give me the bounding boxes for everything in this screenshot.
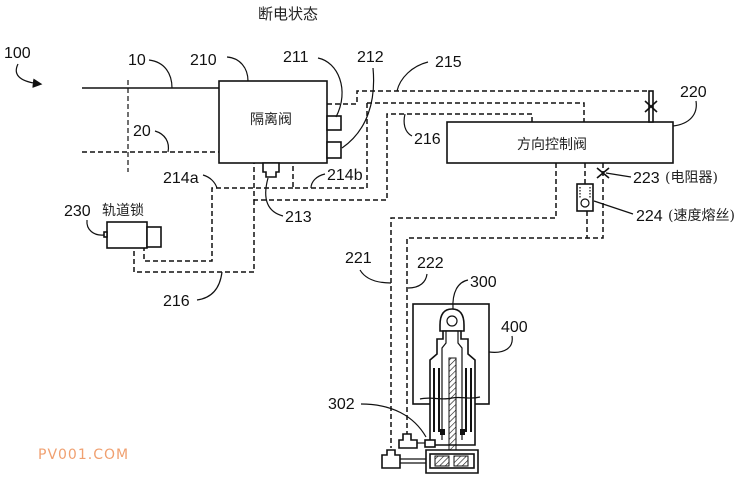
direction-control-valve-ref: 220 (680, 84, 707, 101)
actuator-seal-left (440, 429, 445, 435)
line-216-lower-leader (196, 271, 223, 301)
fitting-222 (398, 433, 418, 449)
direction-control-valve-leader (672, 100, 697, 127)
dcv-vent-restrictor-icon (644, 100, 658, 113)
line-214a (143, 187, 293, 262)
port-213-leader (265, 177, 284, 217)
line-221-ref: 221 (345, 250, 372, 267)
line-222-ref: 222 (417, 255, 444, 272)
line-215-ref: 215 (435, 54, 462, 71)
actuator-leader (452, 279, 469, 310)
line-10-leader (148, 59, 173, 89)
actuator (419, 308, 481, 474)
line-221-leader (359, 269, 392, 284)
actuator-rod-guide (441, 331, 463, 440)
isolation-valve-leader (226, 56, 249, 82)
line-20-leader (154, 130, 170, 153)
actuator-seal-right (460, 429, 465, 435)
resistor-leader (605, 172, 632, 178)
line-215-leader (396, 61, 429, 92)
line-214a-ref: 214a (163, 170, 199, 187)
port-302-leader (360, 403, 427, 438)
line-214b-leader (310, 173, 326, 189)
port-212-leader (341, 67, 375, 149)
port-212-ref: 212 (357, 49, 384, 66)
line-214b-ref: 214b (327, 167, 363, 184)
figure-ref-label: 100 (4, 45, 31, 62)
resistor-label: (电阻器) (665, 170, 718, 186)
track-lock (106, 221, 148, 249)
velocity-fuse-spring-icon (579, 187, 591, 198)
isolation-valve-ref: 210 (190, 52, 217, 69)
figure-ref-arrow (15, 63, 43, 88)
line-20-ref: 20 (133, 123, 151, 140)
actuator-eye-hole (446, 315, 458, 327)
port-211-leader (317, 57, 343, 118)
port-213 (262, 162, 280, 178)
port-213-ref: 213 (285, 209, 312, 226)
line-216-upper (253, 113, 533, 201)
line-222-leader (407, 273, 428, 289)
line-resistor-path (587, 163, 604, 239)
actuator-piston-right (453, 455, 469, 467)
fitting-221 (381, 449, 401, 469)
housing-leader (488, 335, 513, 353)
track-lock-leader (86, 219, 105, 236)
line-216-upper-leader (403, 113, 413, 137)
velocity-fuse-ball-icon (580, 198, 590, 208)
port-302-ref: 302 (328, 396, 355, 413)
direction-control-valve (446, 121, 674, 164)
actuator-eye (439, 308, 465, 332)
line-216-upper-ref: 216 (414, 131, 441, 148)
line-221 (390, 163, 557, 448)
actuator-ref: 300 (470, 274, 497, 291)
velocity-fuse-ref: 224 (636, 208, 663, 225)
line-216-lower (133, 200, 255, 273)
track-lock-actuator (146, 226, 162, 248)
diagram-title: 断电状态 (258, 5, 318, 23)
port-212 (326, 141, 342, 159)
line-214a-leader (202, 174, 218, 189)
line-214b (292, 103, 368, 189)
isolation-valve-label: 隔离阀 (250, 111, 292, 128)
actuator-rod (448, 357, 457, 451)
watermark: PV001.COM (38, 447, 129, 463)
direction-control-valve-label: 方向控制阀 (517, 137, 587, 153)
velocity-fuse-leader (593, 200, 634, 215)
track-lock-label: 轨道锁 (102, 203, 144, 219)
resistor-icon (596, 167, 610, 179)
actuator-piston-left (434, 455, 450, 467)
actuator-break-line (419, 396, 481, 400)
track-lock-pin (103, 231, 108, 238)
velocity-fuse-label: (速度熔丝) (668, 208, 735, 224)
line-222 (406, 211, 588, 434)
line-dcv-pressure (367, 102, 585, 122)
line-216-lower-ref: 216 (163, 293, 190, 310)
housing-ref: 400 (501, 319, 528, 336)
resistor-ref: 223 (633, 170, 660, 187)
line-10-ref: 10 (128, 52, 146, 69)
actuator-cylinder-walls (433, 368, 472, 432)
isolation-valve (218, 80, 328, 164)
line-215 (327, 90, 651, 105)
actuator-port-302 (424, 439, 436, 448)
port-211-ref: 211 (283, 49, 309, 66)
track-lock-ref: 230 (64, 203, 91, 220)
fitting-221-connector (400, 458, 426, 464)
port-211 (326, 115, 342, 131)
